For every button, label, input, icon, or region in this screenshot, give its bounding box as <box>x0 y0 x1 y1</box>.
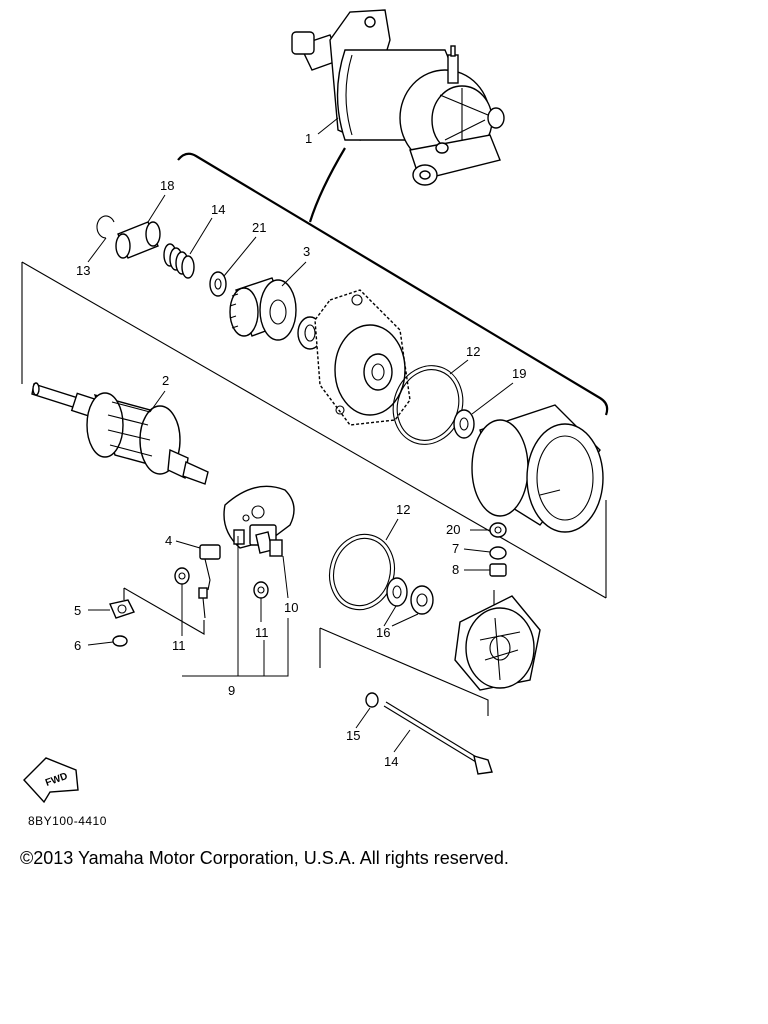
callout-18: 19 <box>512 366 526 381</box>
yoke-housing <box>471 404 604 533</box>
bracket-connector <box>308 147 346 223</box>
washer-part-11-right <box>253 581 269 599</box>
callout-12-upper: 12 <box>466 344 480 359</box>
armature-part-2 <box>31 382 209 485</box>
callout-4: 4 <box>165 533 172 548</box>
callout-8: 8 <box>452 562 459 577</box>
callout-14: 14 <box>384 754 398 769</box>
washer-part-6 <box>112 635 128 647</box>
washer-part-7 <box>489 546 507 560</box>
rear-cover <box>454 590 541 691</box>
diagram-code: 8BY100-4410 <box>28 814 107 828</box>
callout-17: 16 <box>376 625 390 640</box>
washer-part-17-a <box>386 577 408 607</box>
callout-12-lower: 12 <box>396 502 410 517</box>
washer-part-11-left <box>174 567 190 585</box>
callout-7: 7 <box>452 541 459 556</box>
callout-1: 1 <box>305 131 312 146</box>
washer-part-18 <box>453 409 475 439</box>
bolt-part-14 <box>383 701 493 775</box>
callout-13: 13 <box>76 263 90 278</box>
callout-2: 2 <box>162 373 169 388</box>
callout-6: 6 <box>74 638 81 653</box>
callout-20: 20 <box>446 522 460 537</box>
screw-left <box>198 587 208 619</box>
bracket-main <box>21 261 607 599</box>
nut-part-20 <box>489 522 507 538</box>
fwd-arrow-icon: FWD <box>23 757 79 804</box>
copyright-notice: ©2013 Yamaha Motor Corporation, U.S.A. A… <box>20 848 509 868</box>
spring-part-16 <box>163 243 195 279</box>
callout-5: 5 <box>74 603 81 618</box>
nut-part-8 <box>489 563 507 577</box>
sleeve-part-19 <box>115 221 161 259</box>
brush-part-4 <box>199 544 221 591</box>
bracket-upper <box>177 152 609 416</box>
washer-part-21 <box>209 271 227 297</box>
starter-motor-assembly <box>291 9 505 186</box>
callout-9: 9 <box>228 683 235 698</box>
washer-part-15 <box>365 692 379 708</box>
nut-part-5 <box>109 599 135 619</box>
front-cover <box>314 289 411 426</box>
callout-11-right: 11 <box>255 625 269 640</box>
callout-3: 3 <box>303 244 310 259</box>
callout-15: 15 <box>346 728 360 743</box>
circlip-part-13 <box>96 215 115 239</box>
callout-19: 18 <box>160 178 174 193</box>
clutch-part-3 <box>229 277 297 341</box>
callout-11-left: 11 <box>172 638 186 653</box>
callout-16: 14 <box>211 202 225 217</box>
bracket-part-9 <box>182 536 289 677</box>
washer-part-17-b <box>410 585 434 615</box>
bracket-rear <box>319 627 489 716</box>
callout-21: 21 <box>252 220 266 235</box>
brush-holder-plate <box>223 485 295 557</box>
callout-10: 10 <box>284 600 298 615</box>
